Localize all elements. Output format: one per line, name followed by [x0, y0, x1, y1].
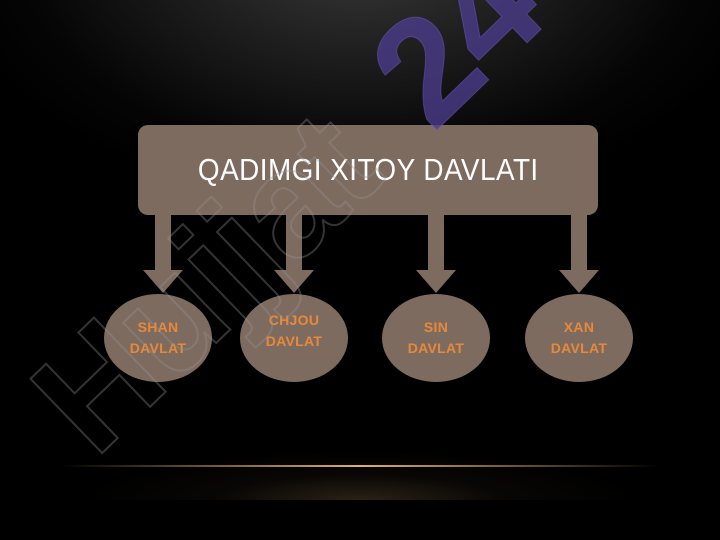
- node-chjou: CHJOU DAVLAT: [240, 294, 348, 382]
- node-label-line1: XAN: [563, 319, 595, 335]
- node-label-line2: DAVLAT: [265, 333, 323, 349]
- down-arrow-icon: [143, 215, 183, 293]
- node-label-line2: DAVLAT: [407, 340, 465, 356]
- down-arrow-icon: [416, 215, 456, 293]
- down-arrow-icon: [559, 215, 599, 293]
- node-label-line2: DAVLAT: [550, 340, 608, 356]
- node-label-line2: DAVLAT: [129, 340, 187, 356]
- horizon-line: [60, 465, 660, 467]
- down-arrow-icon: [274, 215, 314, 293]
- node-label-line1: SIN: [423, 319, 449, 335]
- node-xan: XAN DAVLAT: [525, 294, 633, 382]
- node-label-line1: CHJOU: [268, 312, 320, 328]
- title-box: QADIMGI XITOY DAVLATI: [138, 125, 598, 215]
- floor-glow: [60, 380, 660, 500]
- node-shan: SHAN DAVLAT: [104, 294, 212, 382]
- diagram-title: QADIMGI XITOY DAVLATI: [197, 152, 539, 187]
- node-sin: SIN DAVLAT: [382, 294, 490, 382]
- node-label-line1: SHAN: [137, 319, 179, 335]
